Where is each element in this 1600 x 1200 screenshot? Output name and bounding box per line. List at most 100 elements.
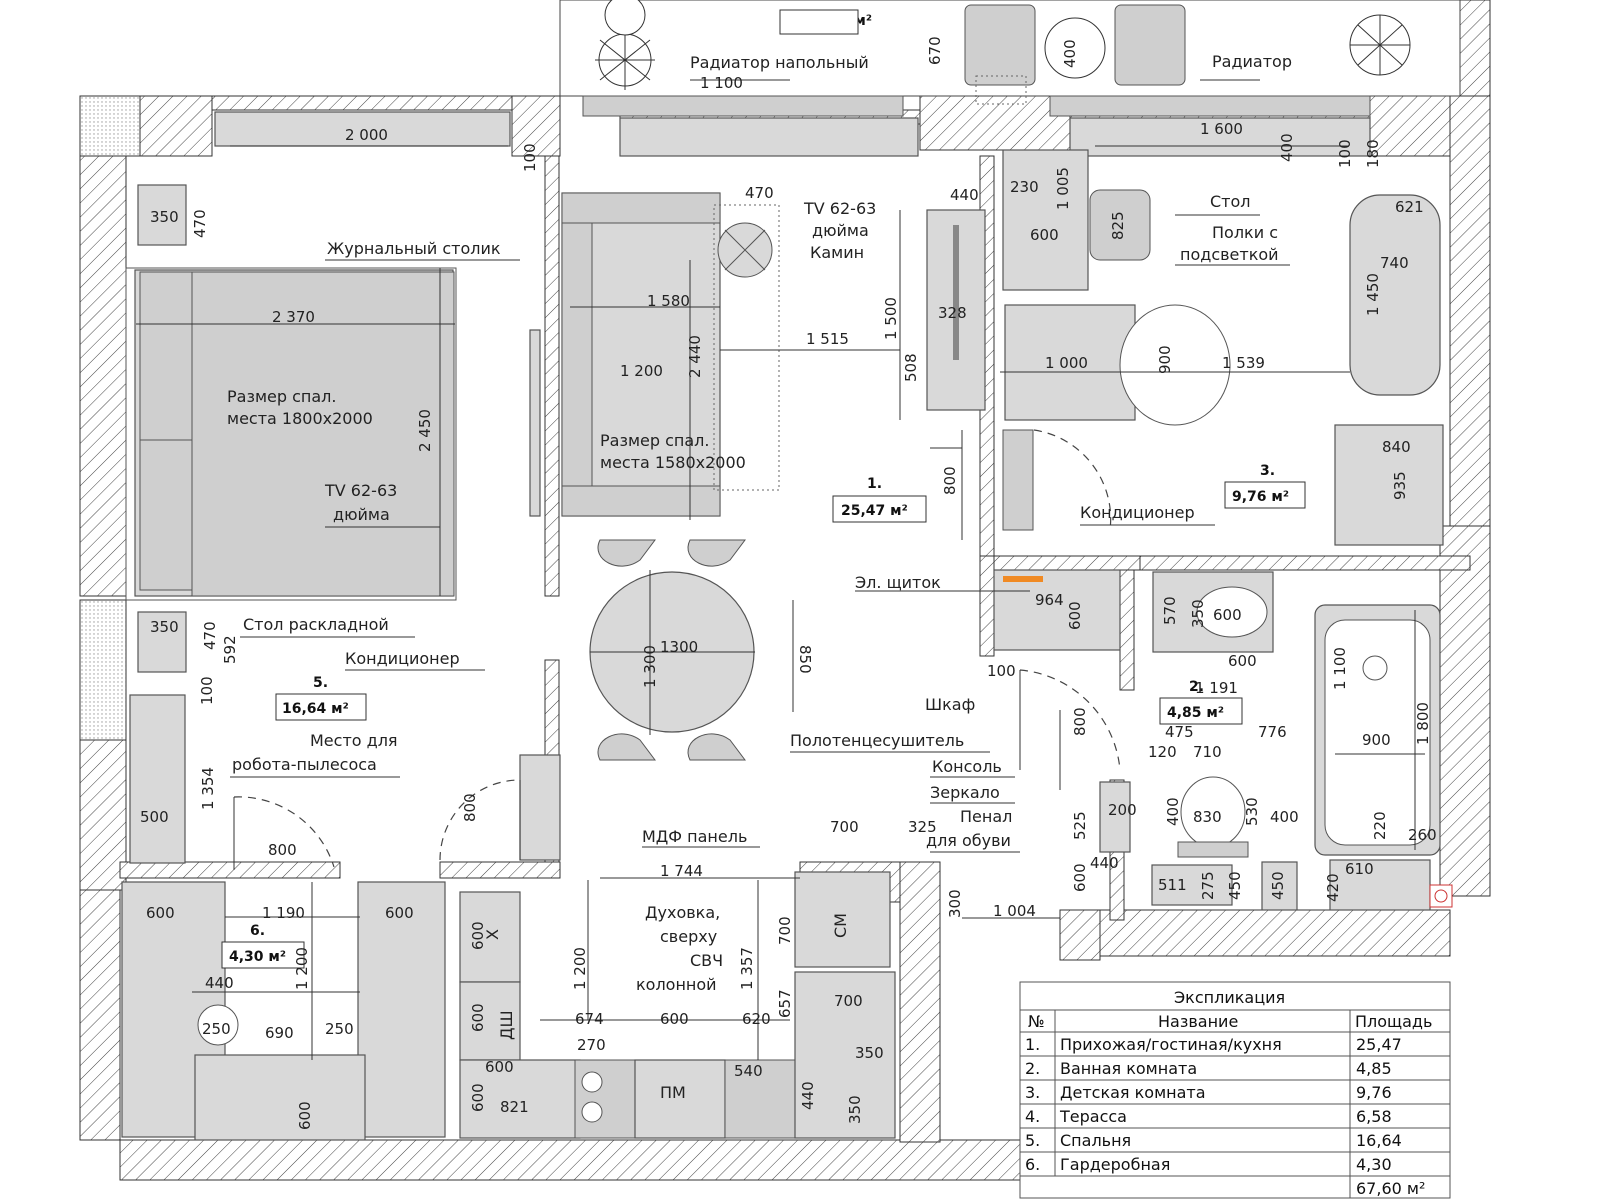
door-swing — [439, 779, 521, 861]
label-tv-left-1: TV 62-63 — [324, 481, 397, 500]
oven-column — [794, 971, 896, 1139]
dim: 600 — [469, 921, 487, 950]
table-row-no: 5. — [1025, 1131, 1040, 1150]
dim: 325 — [908, 818, 937, 836]
dim: 540 — [734, 1062, 763, 1080]
sink — [1196, 586, 1268, 638]
dim: 250 — [325, 1020, 354, 1038]
dim: 350 — [1189, 599, 1207, 628]
dim: 1 300 — [641, 645, 659, 688]
label-fridge: Х — [483, 929, 502, 940]
closet-rack-right — [357, 881, 446, 1138]
shoe-cabinet — [519, 754, 561, 861]
nightstand — [137, 184, 187, 246]
table-col-area: Площадь — [1355, 1012, 1432, 1031]
kids-desk — [1004, 304, 1136, 421]
console — [1099, 781, 1131, 853]
living-room — [439, 192, 1131, 861]
chair — [687, 733, 746, 761]
label-oven-3: СВЧ — [690, 951, 723, 970]
dim: 260 — [1408, 826, 1437, 844]
label-bed-big-1: Размер спал. — [227, 387, 337, 406]
dim: 270 — [577, 1036, 606, 1054]
dim: 2 000 — [345, 126, 388, 144]
table-row-no: 1. — [1025, 1035, 1040, 1054]
table-row-name: Прихожая/гостиная/кухня — [1060, 1035, 1282, 1054]
table-row-name: Детская комната — [1060, 1083, 1206, 1102]
dishwasher-pm — [634, 1059, 726, 1139]
washing-machine — [794, 871, 891, 968]
dim: 592 — [221, 635, 239, 664]
dim: 600 — [146, 904, 175, 922]
label-table: Стол — [1210, 192, 1251, 211]
dim: 1 450 — [1364, 273, 1382, 316]
radiator-living — [619, 117, 919, 157]
dim: 470 — [191, 209, 209, 238]
label-mdf: МДФ панель — [642, 827, 747, 846]
kids-shelves — [1002, 149, 1089, 291]
table-row-area: 9,76 — [1356, 1083, 1392, 1102]
table-row-area: 16,64 — [1356, 1131, 1402, 1150]
dim: 670 — [926, 36, 944, 65]
label-shoe-1: Пенал — [960, 807, 1012, 826]
dim: 1 100 — [1331, 647, 1349, 690]
table-row-name: Ванная комната — [1060, 1059, 1197, 1078]
dim: 600 — [1228, 652, 1257, 670]
bath-shelf — [1261, 861, 1298, 911]
dim: 657 — [776, 989, 794, 1018]
dim: 2 370 — [272, 308, 315, 326]
dim: 740 — [1380, 254, 1409, 272]
label-robot-2: робота-пылесоса — [232, 755, 377, 774]
label-robot-1: Место для — [310, 731, 398, 750]
dim: 350 — [846, 1095, 864, 1124]
kids-chair — [1089, 189, 1151, 261]
room-6-num: 6. — [250, 923, 265, 939]
radiator-bedroom — [214, 111, 511, 147]
washer-niche — [1151, 864, 1233, 906]
dim: 900 — [1362, 731, 1391, 749]
dim: 600 — [1071, 863, 1089, 892]
dimension-lines — [136, 145, 1425, 1060]
dim: 600 — [469, 1003, 487, 1032]
dim: 200 — [1108, 801, 1137, 819]
dim: 440 — [205, 974, 234, 992]
door-swing — [233, 796, 335, 868]
label-panel: Эл. щиток — [855, 573, 941, 592]
dim: 100 — [521, 143, 539, 172]
label-shoe-2: для обуви — [926, 831, 1011, 850]
dim: 821 — [500, 1098, 529, 1116]
dim: 500 — [140, 808, 169, 826]
dim: 1 357 — [738, 947, 756, 990]
dim: 2 440 — [686, 335, 704, 378]
dim: 400 — [1270, 808, 1299, 826]
dim: 1300 — [660, 638, 698, 656]
dim: 100 — [198, 676, 216, 705]
dim: 230 — [1010, 178, 1039, 196]
entry-door-swing — [1019, 669, 1121, 771]
robot-vacuum — [197, 1004, 239, 1046]
chair — [597, 733, 656, 761]
label-dw: ДШ — [497, 1010, 516, 1040]
table-row-area: 4,85 — [1356, 1059, 1392, 1078]
closet-bottom — [194, 1054, 366, 1141]
hob — [574, 1059, 636, 1139]
door-swing — [1033, 429, 1112, 531]
chair — [597, 539, 656, 567]
dim: 600 — [1213, 606, 1242, 624]
terrace — [559, 0, 1461, 117]
dim: 120 — [1148, 743, 1177, 761]
dim: 690 — [265, 1024, 294, 1042]
dim: 508 — [902, 353, 920, 382]
ac-unit — [1002, 429, 1034, 531]
label-oven-4: колонной — [636, 975, 717, 994]
room-2-num: 2. — [1189, 679, 1204, 695]
dim: 700 — [776, 916, 794, 945]
label-towel: Полотенцесушитель — [790, 731, 964, 750]
dim: 840 — [1382, 438, 1411, 456]
label-oven-2: сверху — [660, 927, 717, 946]
label-wardrobe: Шкаф — [925, 695, 975, 714]
dim: 1 191 — [1195, 679, 1238, 697]
bathroom — [1151, 571, 1453, 911]
label-tv-left-2: дюйма — [333, 505, 390, 524]
dim: 440 — [799, 1081, 817, 1110]
